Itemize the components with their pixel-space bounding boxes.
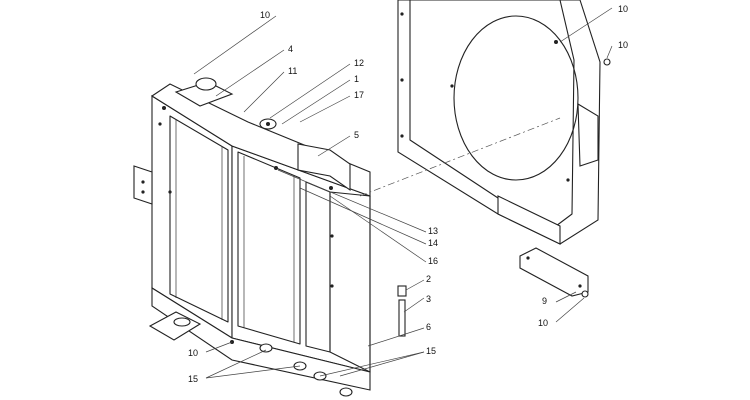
callout-10-bolt: 10 (618, 40, 628, 50)
callout-2: 2 (426, 274, 431, 284)
callout-9: 9 (542, 296, 547, 306)
callout-12: 12 (354, 58, 364, 68)
callout-10-bottom: 10 (538, 318, 548, 328)
rubber-mount (259, 343, 273, 353)
callout-10-shroud: 10 (618, 4, 628, 14)
callout-13: 13 (428, 226, 438, 236)
callout-3: 3 (426, 294, 431, 304)
drain-plug (397, 285, 407, 297)
shroud-outer (397, 0, 601, 245)
frame-bolt (162, 106, 166, 110)
radiator-core-left (169, 115, 229, 323)
callout-10-top: 10 (260, 10, 270, 20)
callout-5: 5 (354, 130, 359, 140)
fan-shroud (397, 0, 601, 245)
drain-plug-assembly (397, 285, 407, 337)
shroud-inner-rim (409, 0, 575, 227)
callout-11: 11 (288, 66, 297, 76)
radiator-assembly (133, 77, 371, 397)
bolt-cover (581, 290, 589, 298)
bolt-shroud (603, 58, 611, 66)
callout-17: 17 (354, 90, 364, 100)
shroud-lower-lip (497, 195, 561, 245)
radiator-bottom-rail (151, 287, 371, 391)
callout-16: 16 (428, 256, 438, 266)
radiator-core-middle (237, 151, 301, 345)
shroud-side-box (577, 103, 599, 167)
callout-15-right: 15 (426, 346, 436, 356)
cover-plate (519, 247, 589, 297)
top-right-bracket (297, 143, 351, 192)
side-mounting-bracket (133, 165, 153, 205)
alignment-centerline (359, 117, 561, 197)
callout-6: 6 (426, 322, 431, 332)
callout-4: 4 (288, 44, 293, 54)
fan-opening (453, 15, 579, 181)
cover-plate-body (519, 247, 589, 297)
callout-1: 1 (354, 74, 359, 84)
leader-lines (193, 7, 613, 379)
drain-hose (398, 299, 406, 337)
callout-10-left: 10 (188, 348, 198, 358)
rubber-mount (339, 387, 353, 397)
callout-14: 14 (428, 238, 438, 248)
callout-15-left: 15 (188, 374, 198, 384)
callout-labels: 10 4 11 12 1 17 5 13 14 16 2 3 6 15 15 1… (188, 4, 628, 384)
